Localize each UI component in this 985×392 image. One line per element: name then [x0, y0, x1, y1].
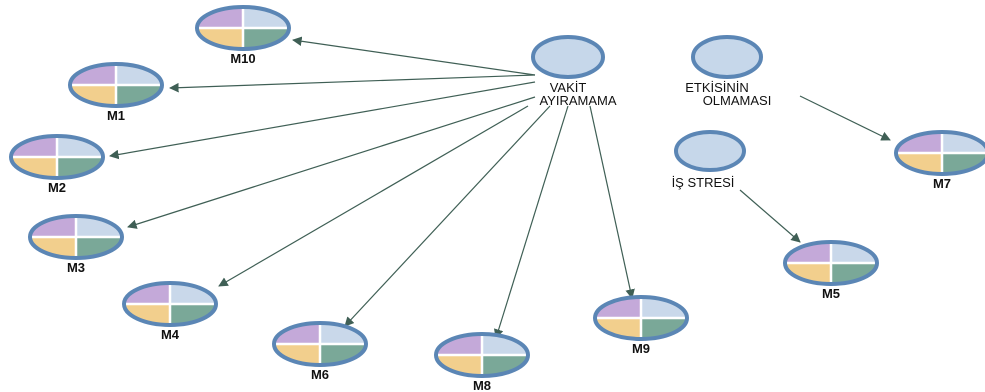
code-outline — [894, 130, 985, 176]
code-node-M8[interactable]: M8 — [434, 332, 530, 392]
code-quadrants — [11, 136, 103, 178]
concept-label-line: AYIRAMAMA — [539, 93, 616, 108]
concept-circle — [531, 35, 605, 79]
code-outline — [195, 5, 291, 51]
concept-node-etki[interactable]: ETKİSİNİN OLMAMASI — [685, 35, 772, 108]
code-label: M5 — [822, 286, 840, 301]
code-node-M4[interactable]: M4 — [122, 281, 218, 342]
concept-node-stres[interactable]: İŞ STRESİ — [672, 130, 746, 190]
edge-vakit-M10 — [292, 36, 536, 76]
code-label: M10 — [230, 51, 255, 66]
code-label: M9 — [632, 341, 650, 356]
concept-node-vakit[interactable]: VAKİT AYIRAMAMA — [531, 35, 617, 108]
code-outline — [783, 240, 879, 286]
edge-etki-M7 — [799, 95, 891, 141]
code-label: M8 — [473, 378, 491, 392]
code-node-M5[interactable]: M5 — [783, 240, 879, 301]
code-node-M2[interactable]: M2 — [9, 134, 105, 195]
code-node-M6[interactable]: M6 — [272, 321, 368, 382]
code-outline — [68, 62, 164, 108]
concept-label-line: İŞ STRESİ — [672, 175, 735, 190]
code-outline — [28, 214, 124, 260]
code-label: M3 — [67, 260, 85, 275]
code-node-M9[interactable]: M9 — [593, 295, 689, 356]
code-node-M10[interactable]: M10 — [195, 5, 291, 66]
edge-vakit-M8 — [493, 105, 569, 339]
code-node-M1[interactable]: M1 — [68, 62, 164, 123]
edge-vakit-M4 — [218, 105, 529, 287]
code-label: M6 — [311, 367, 329, 382]
code-node-M7[interactable]: M7 — [894, 130, 985, 191]
code-outline — [434, 332, 530, 378]
code-outline — [9, 134, 105, 180]
concept-label-line: ETKİSİNİN — [685, 80, 749, 95]
code-label: M4 — [161, 327, 180, 342]
code-node-M3[interactable]: M3 — [28, 214, 124, 275]
edge-vakit-M1 — [169, 74, 536, 93]
edge-vakit-M3 — [127, 96, 536, 229]
edge-vakit-M6 — [344, 105, 551, 327]
code-outline — [272, 321, 368, 367]
edge-stres-M5 — [739, 189, 801, 243]
concept-label-line: VAKİT — [550, 80, 587, 95]
code-label: M2 — [48, 180, 66, 195]
concepts-layer: VAKİT AYIRAMAMA ETKİSİNİN OLMAMASI İŞ ST… — [531, 35, 772, 190]
edge-vakit-M9 — [589, 105, 635, 299]
code-outline — [122, 281, 218, 327]
edges-layer — [109, 36, 891, 339]
concept-circle — [691, 35, 763, 79]
code-outline — [593, 295, 689, 341]
code-label: M1 — [107, 108, 125, 123]
edge-vakit-M2 — [109, 81, 536, 160]
concept-label-line: OLMAMASI — [703, 93, 772, 108]
code-label: M7 — [933, 176, 951, 191]
concept-circle — [674, 130, 746, 172]
